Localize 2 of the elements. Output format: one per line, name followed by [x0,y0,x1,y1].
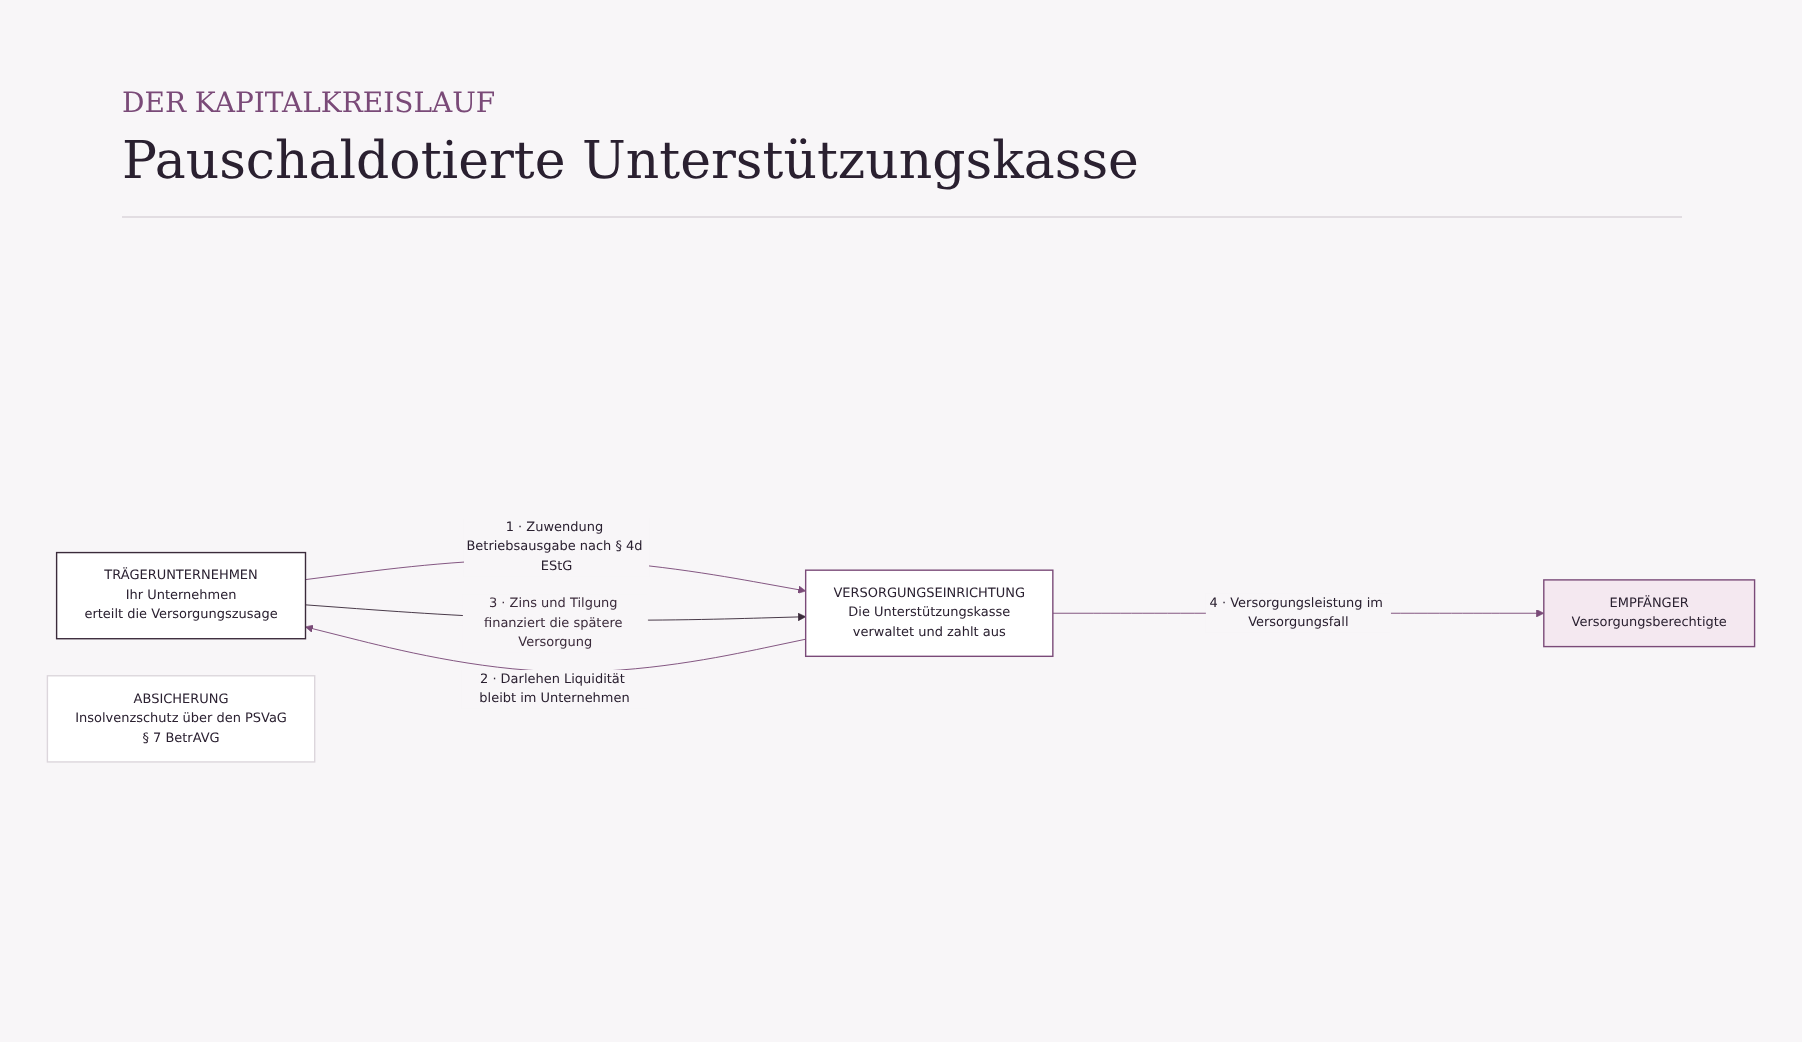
kicker-text: DER KAPITALKREISLAUF [122,88,498,120]
diagram-title: Pauschaldotierte Unterstützungskasse [122,132,1141,192]
